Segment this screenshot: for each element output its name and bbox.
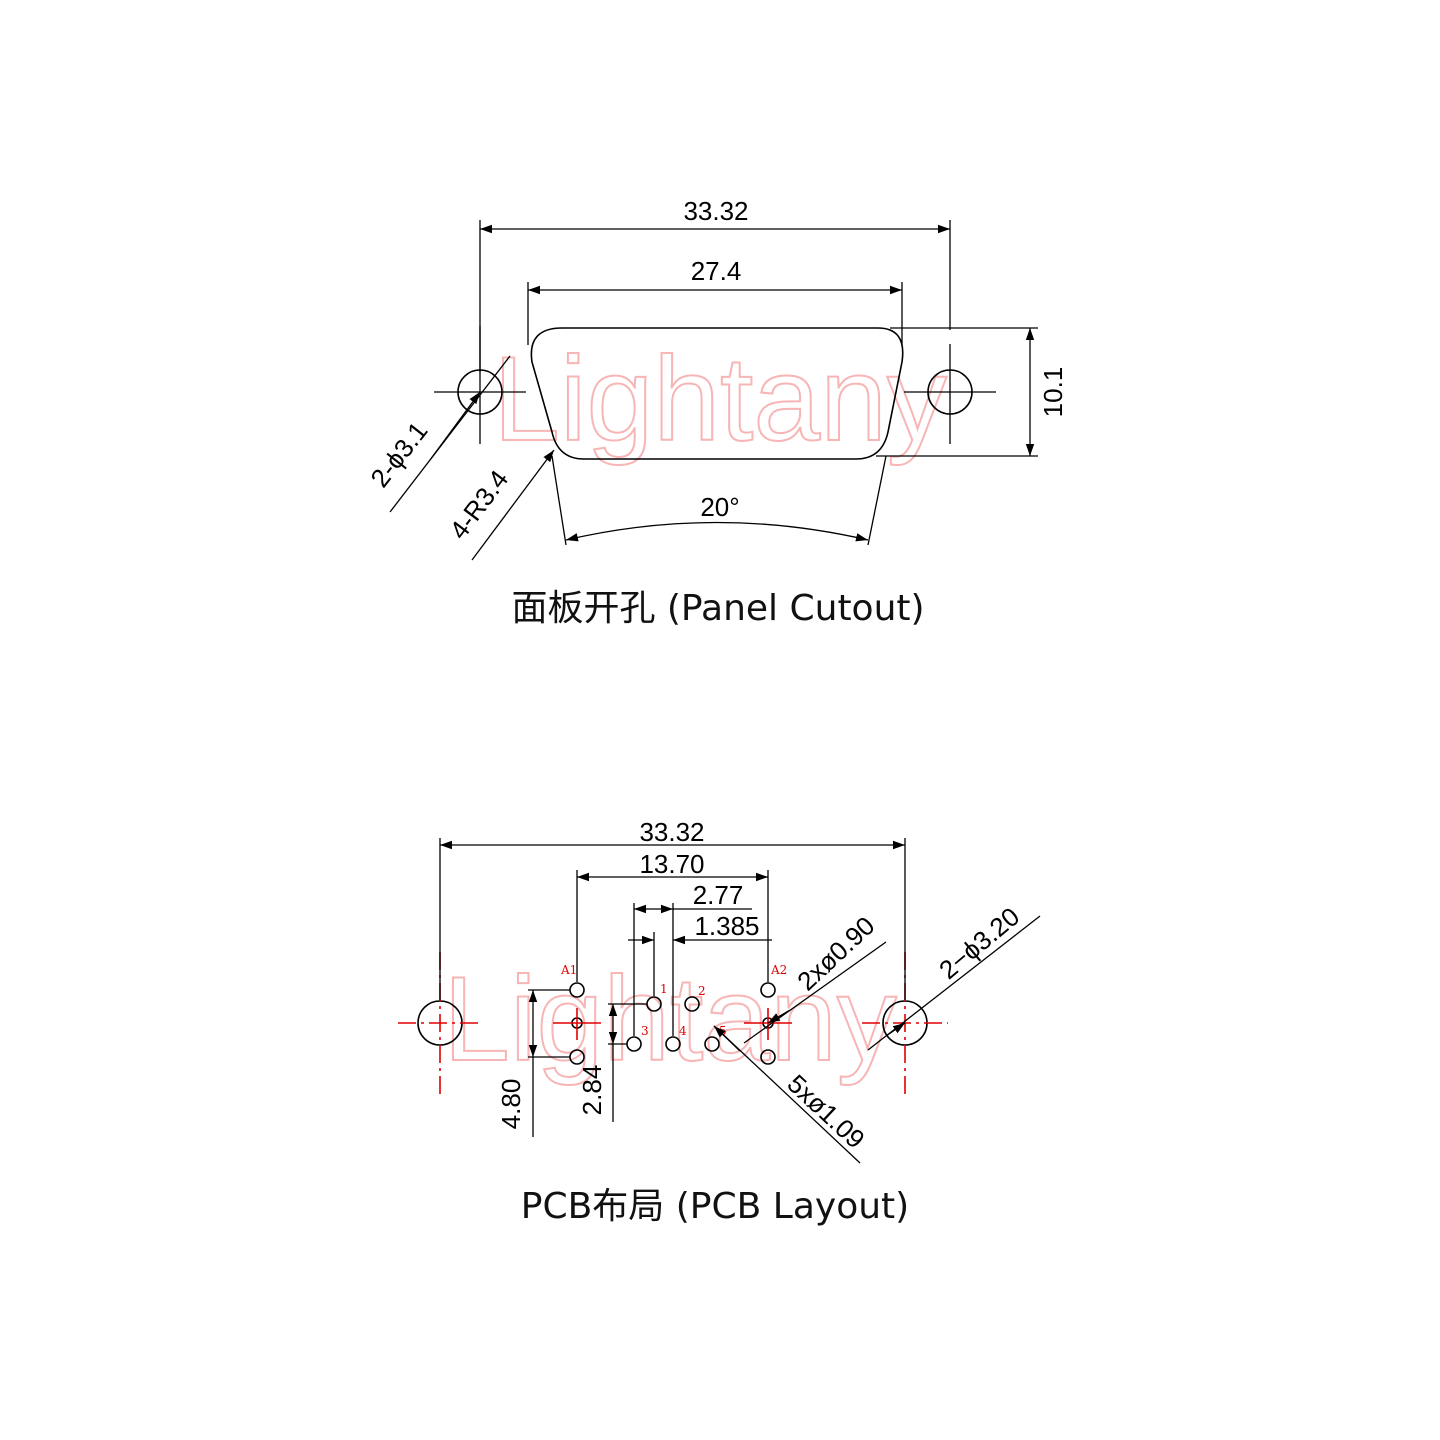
dim-panel-overall: 33.32 [479, 196, 951, 372]
dim-pcb-row-pitch-label: 2.84 [577, 1065, 607, 1116]
dim-panel-height-label: 10.1 [1038, 367, 1068, 418]
watermark-top: Lightany [493, 332, 947, 466]
dim-pcb-half-pitch-label: 1.385 [694, 911, 759, 941]
dim-pcb-mount-holes-label: 2−ϕ3.20 [933, 901, 1025, 985]
watermark-bottom: Lightany [443, 952, 897, 1086]
panel-cutout-view: 33.32 27.4 10.1 2-ϕ3.1 4-R3.4 [364, 196, 1068, 629]
dim-pcb-half-pitch: 1.385 [628, 911, 772, 996]
dim-pcb-a1-a2-label: 13.70 [639, 849, 704, 879]
dim-pcb-row-pitch: 2.84 [577, 1003, 647, 1122]
dim-pcb-pitch-label: 2.77 [693, 880, 744, 910]
dim-pcb-a1-a2: 13.70 [576, 849, 769, 982]
dim-pcb-pitch: 2.77 [633, 880, 752, 1036]
dim-pcb-overall: 33.32 [439, 817, 906, 1000]
pin-label-1: 1 [660, 982, 668, 996]
dim-panel-corner-radius-label: 4-R3.4 [443, 464, 514, 544]
panel-cutout-caption: 面板开孔 (Panel Cutout) [511, 588, 924, 629]
pin-label-3: 3 [641, 1024, 649, 1038]
dim-pcb-a-pitch: 4.80 [496, 989, 570, 1137]
dim-panel-corner-radius: 4-R3.4 [443, 449, 555, 561]
signal-pin-2 [684, 996, 700, 1012]
signal-pin-4 [665, 1036, 681, 1052]
pin-label-2: 2 [698, 984, 706, 998]
pin-label-4: 4 [679, 1024, 687, 1038]
dim-panel-opening-label: 27.4 [691, 256, 742, 286]
pin-label-a1: A1 [560, 963, 577, 977]
pin-label-a2: A2 [770, 963, 787, 977]
signal-pin-5 [704, 1036, 720, 1052]
dim-panel-overall-label: 33.32 [683, 196, 748, 226]
dim-panel-angle-label: 20° [700, 492, 739, 522]
dim-panel-height: 10.1 [876, 327, 1068, 457]
pcb-layout-caption: PCB布局 (PCB Layout) [521, 1186, 909, 1227]
dim-panel-angle: 20° [551, 455, 887, 546]
dim-panel-opening: 27.4 [527, 256, 903, 345]
dim-pcb-overall-label: 33.32 [639, 817, 704, 847]
dim-pcb-a-pitch-label: 4.80 [496, 1079, 526, 1130]
dim-panel-mount-holes-label: 2-ϕ3.1 [364, 416, 433, 493]
